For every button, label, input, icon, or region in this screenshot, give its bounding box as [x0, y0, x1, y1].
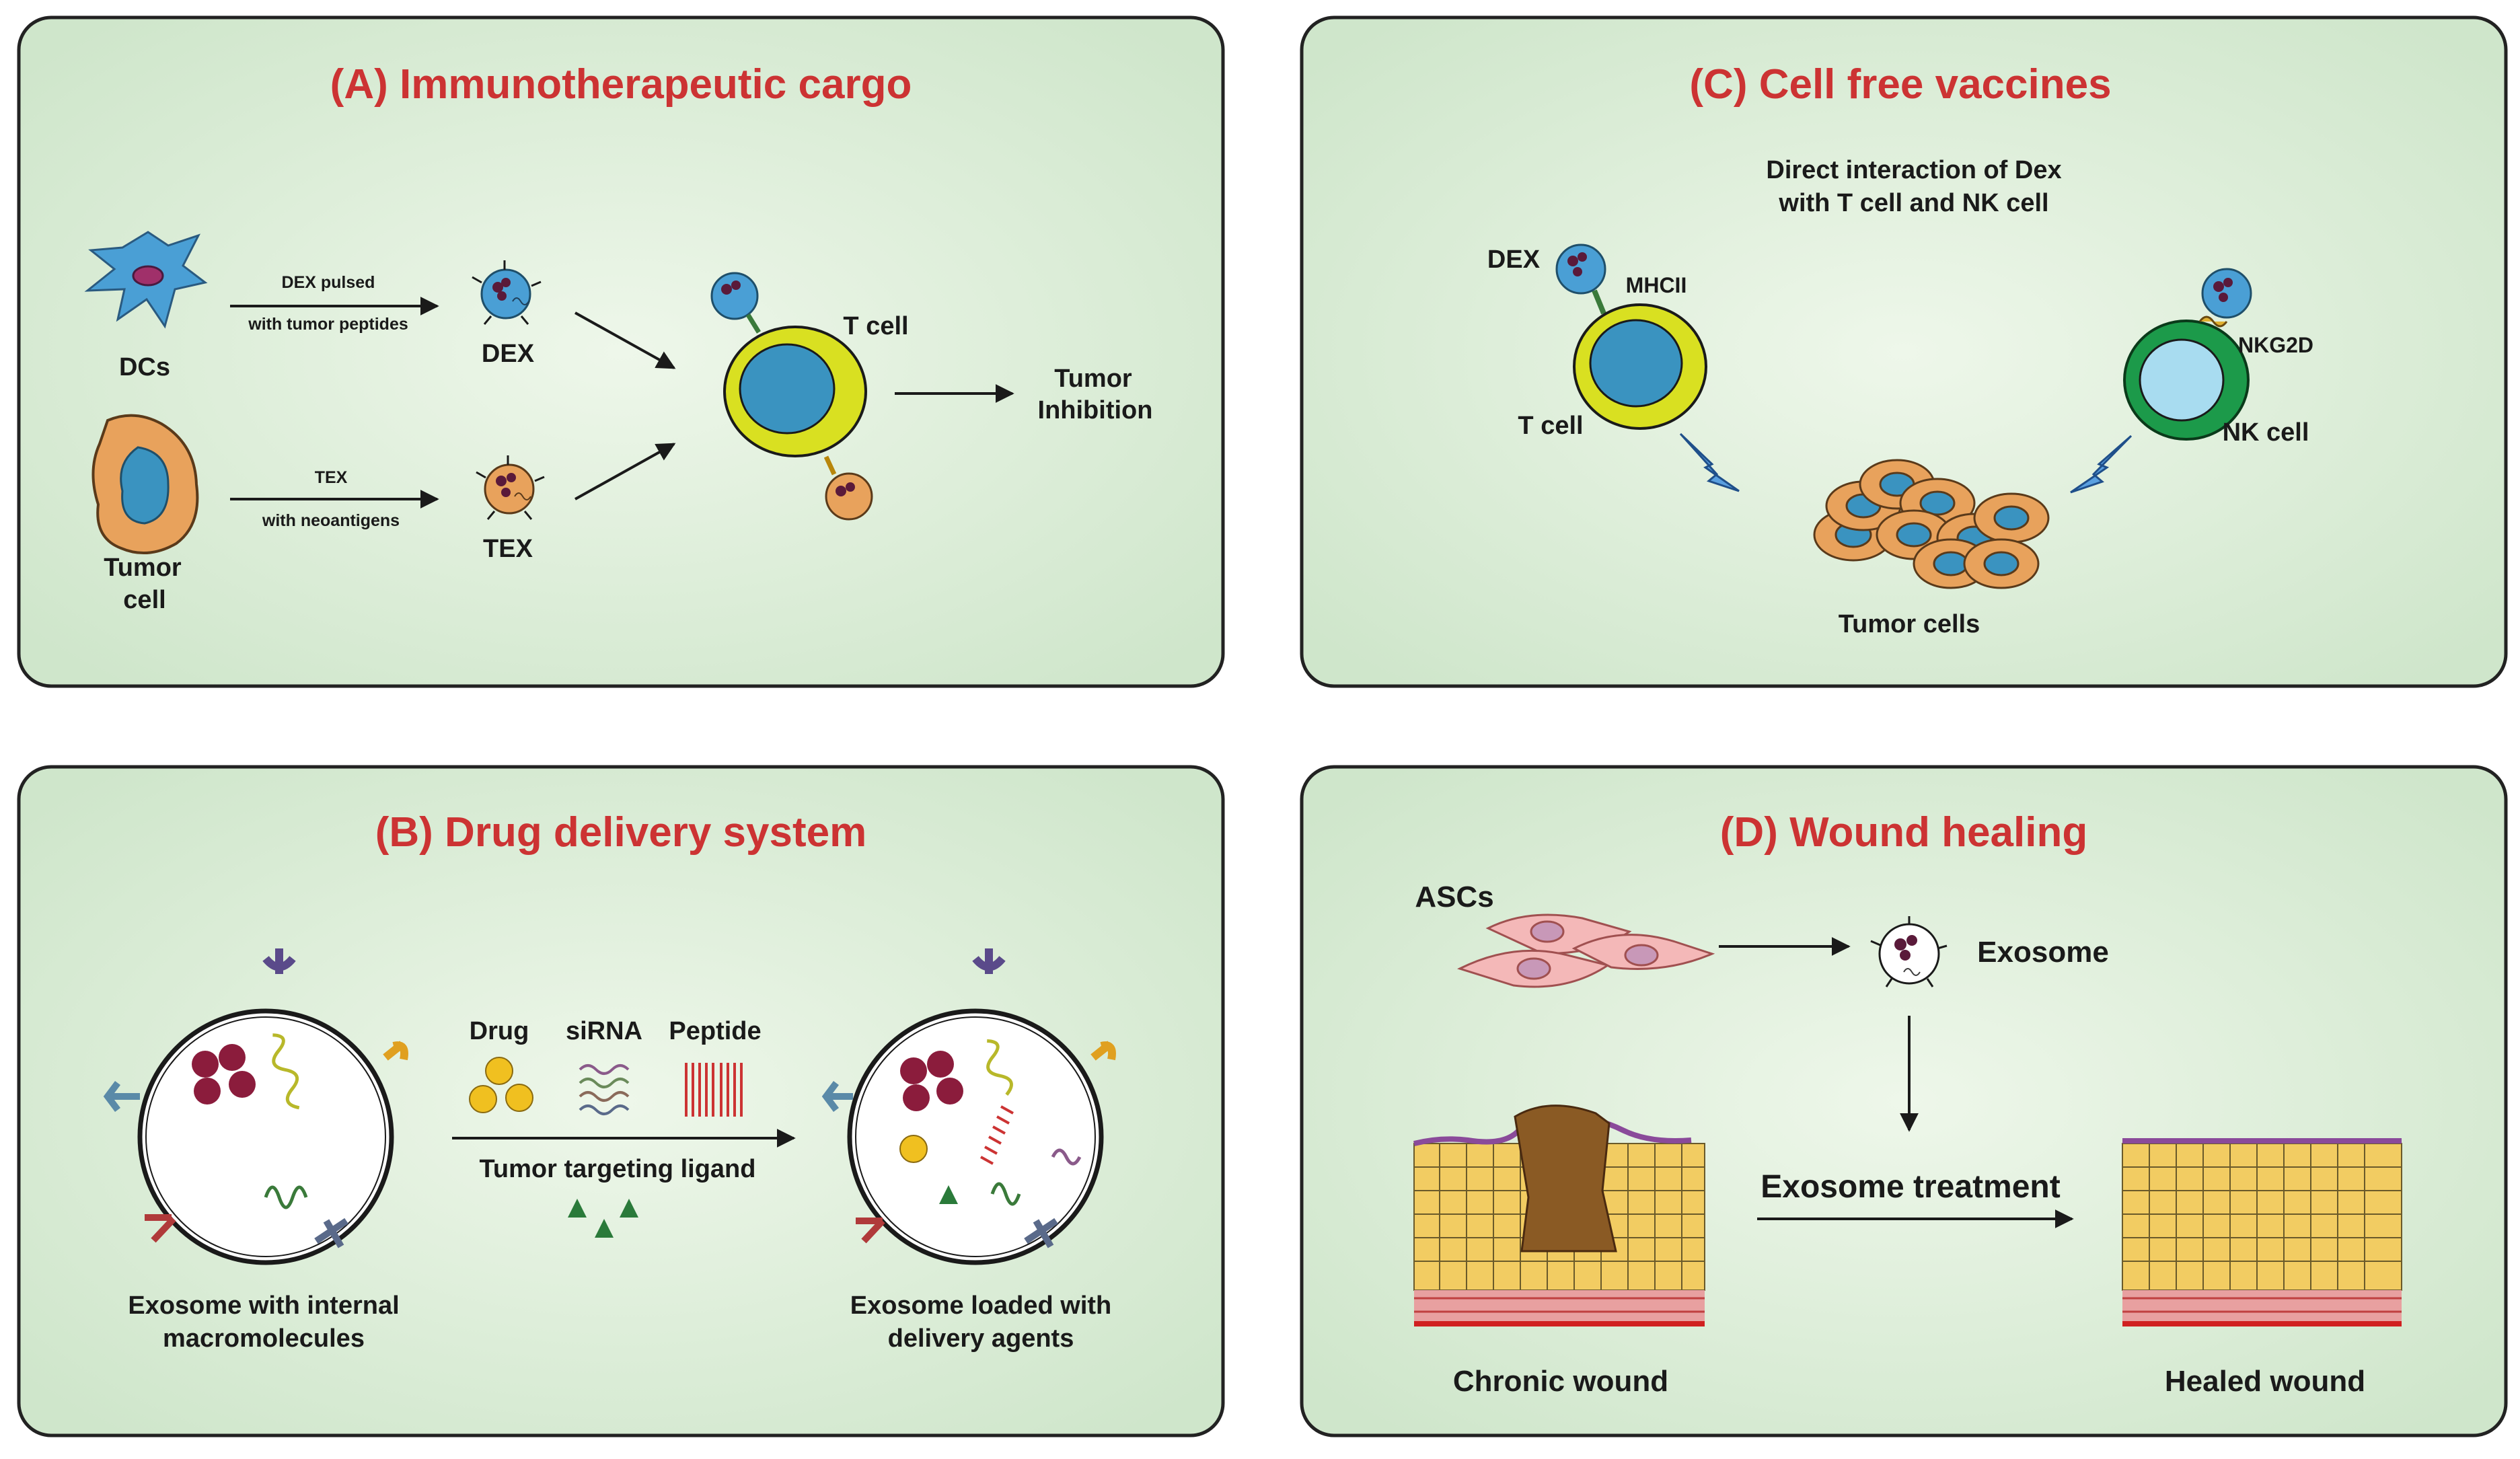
t-cell-icon — [723, 326, 867, 457]
c-nk-exosome-icon — [2198, 268, 2252, 328]
dcs-label: DCs — [119, 353, 170, 381]
tex-arrow-label: TEX — [315, 468, 348, 487]
tumor-inhibition-line2: Inhibition — [1038, 396, 1153, 424]
nkg2d-label: NKG2D — [2238, 333, 2313, 357]
sirna-icon — [579, 1064, 630, 1115]
nk-cell-label: NK cell — [2223, 418, 2309, 447]
tumor-cell-icon — [91, 414, 199, 555]
d-exosome-icon — [1870, 916, 1948, 987]
exosome-treatment-label: Exosome treatment — [1761, 1169, 2060, 1205]
c-t-cell-icon — [1573, 303, 1707, 430]
right-exosome-caption-line1: Exosome loaded with — [850, 1292, 1112, 1320]
panel-b: (B) Drug delivery system Exosome with in… — [17, 765, 1225, 1437]
peptide-icon — [685, 1063, 743, 1117]
right-exosome-icon — [821, 948, 1116, 1265]
peptide-label: Peptide — [669, 1017, 761, 1045]
ascs-label: ASCs — [1415, 881, 1493, 913]
drug-label: Drug — [470, 1017, 529, 1045]
dex-label: DEX — [482, 340, 535, 368]
chronic-wound-tissue-icon — [1413, 1105, 1705, 1326]
dex-pulsed-label: DEX pulsed — [282, 273, 375, 292]
nk-cell-lightning-icon — [2070, 435, 2133, 494]
tumor-cell-label-line2: cell — [123, 586, 165, 614]
t-cell-lightning-icon — [1679, 433, 1740, 492]
healed-wound-tissue-icon — [2122, 1138, 2402, 1326]
left-exosome-caption-line2: macromolecules — [163, 1324, 365, 1353]
sirna-label: siRNA — [566, 1017, 642, 1045]
tumor-cell-label-line1: Tumor — [104, 554, 182, 582]
right-exosome-caption-line2: delivery agents — [888, 1324, 1074, 1353]
panel-a-background — [17, 15, 1225, 688]
c-t-cell-label: T cell — [1518, 412, 1583, 440]
dex-exosome-icon — [472, 260, 542, 325]
tumor-cells-label: Tumor cells — [1839, 610, 1980, 638]
left-exosome-icon — [103, 948, 408, 1265]
c-dex-exosome-icon — [1555, 244, 1606, 315]
with-neoantigens-label: with neoantigens — [262, 511, 400, 530]
panel-a-title: (A) Immunotherapeutic cargo — [330, 61, 912, 108]
tumor-targeting-ligand-label: Tumor targeting ligand — [480, 1155, 756, 1183]
panel-b-background — [17, 765, 1225, 1437]
tumor-inhibition-line1: Tumor — [1054, 365, 1132, 393]
ascs-cells-icon — [1457, 913, 1715, 988]
mhcii-label: MHCII — [1626, 273, 1687, 297]
c-dex-label: DEX — [1487, 246, 1541, 274]
dex-to-tcell-arrow — [575, 311, 676, 369]
panel-c-subtitle-line2: with T cell and NK cell — [1778, 189, 2048, 217]
panel-c: (C) Cell free vaccines Direct interactio… — [1300, 15, 2508, 688]
bound-dex-exosome-icon — [710, 272, 761, 334]
left-exosome-caption-line1: Exosome with internal — [128, 1292, 399, 1320]
a-t-cell-label: T cell — [843, 312, 908, 340]
drug-icon — [469, 1057, 533, 1113]
panel-c-background — [1300, 15, 2508, 688]
panel-d-background — [1300, 765, 2508, 1437]
panel-b-title: (B) Drug delivery system — [375, 809, 866, 856]
dendritic-cell-icon — [84, 231, 208, 329]
ligand-triangles-icon — [568, 1199, 638, 1238]
nk-cell-icon — [2123, 320, 2250, 441]
bound-tex-exosome-icon — [823, 455, 873, 521]
healed-wound-label: Healed wound — [2165, 1365, 2365, 1398]
panel-a: (A) Immunotherapeutic cargo DCs Tumor ce… — [17, 15, 1225, 688]
with-tumor-peptides-label: with tumor peptides — [248, 315, 408, 334]
panel-c-subtitle-line1: Direct interaction of Dex — [1766, 156, 2061, 184]
panel-c-title: (C) Cell free vaccines — [1689, 61, 2111, 108]
tex-to-tcell-arrow — [575, 443, 676, 500]
chronic-wound-label: Chronic wound — [1453, 1365, 1668, 1398]
tex-label: TEX — [483, 535, 533, 563]
exosome-label: Exosome — [1977, 936, 2109, 969]
tumor-cells-cluster-icon — [1813, 459, 2050, 589]
tex-exosome-icon — [476, 455, 545, 520]
panel-d-title: (D) Wound healing — [1720, 809, 2087, 856]
panel-d: (D) Wound healing ASCs Exosome — [1300, 765, 2508, 1437]
